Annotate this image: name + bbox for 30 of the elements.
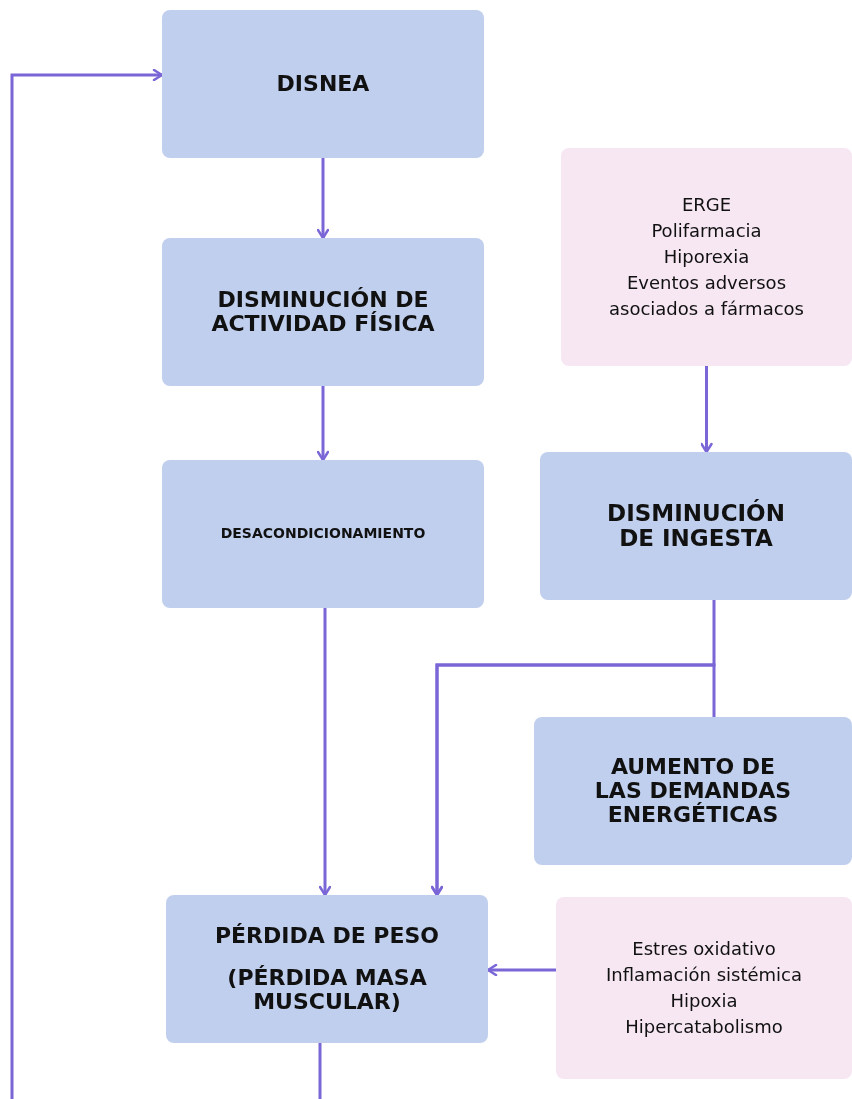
list-item-text: Hipoxia [670,989,738,1013]
process-box [166,895,488,1043]
box-label: DISMINUCIÓN DE ACTIVIDAD FÍSICA [210,287,436,337]
process-box [540,452,852,600]
box-label: DISMINUCIÓN DE INGESTA [606,500,786,552]
list-item-text: ERGE [681,192,732,217]
arrow [316,158,330,240]
note-box [561,148,852,366]
note-box [556,897,852,1079]
process-box [534,717,852,865]
arrow [430,663,716,897]
arrow [316,386,330,462]
arrow [700,366,713,454]
process-box [162,238,484,386]
process-box [162,460,484,608]
arrow [318,608,332,897]
box-label: AUMENTO DE LAS DEMANDAS ENERGÉTICAS [593,754,793,828]
box-label: (PÉRDIDA MASA MUSCULAR) [226,965,428,1015]
list-item-text: Hipercatabolismo [625,1015,783,1040]
list-item-text: Estres oxidativo [632,936,776,961]
list-item-text: Eventos adversos asociados a fármacos [608,271,805,322]
arrow [486,963,556,977]
list-item-text: Polifarmacia [651,218,762,243]
list-item-text: Hiporexia [663,244,750,269]
box-label: PÉRDIDA DE PESO [214,923,440,948]
process-box [162,10,484,158]
box-label: DESACONDICIONAMIENTO [220,526,426,542]
box-label: DISNEA [276,71,370,97]
arrow [10,68,164,1099]
list-item-text: Inflamación sistémica [605,962,802,987]
